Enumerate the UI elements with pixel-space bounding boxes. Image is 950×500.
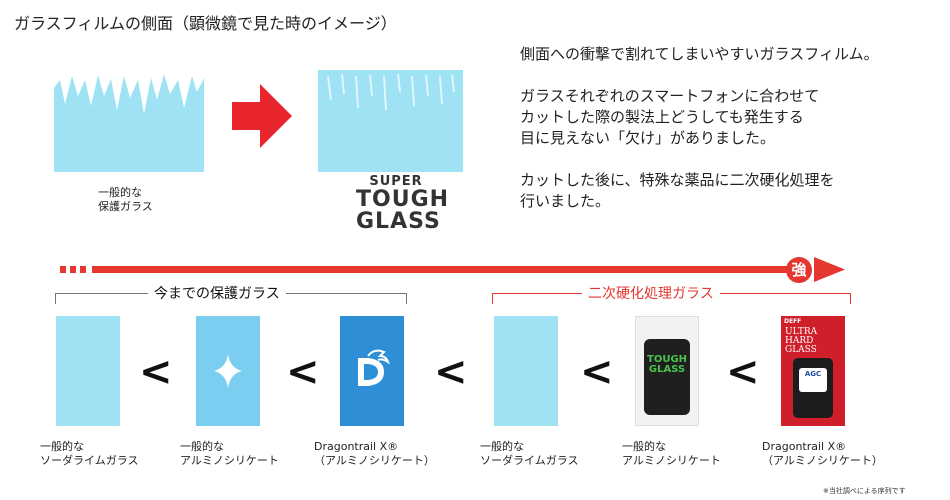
caption-line: （アルミノシリケート）	[762, 454, 883, 467]
caption-line: アルミノシリケート	[180, 454, 279, 467]
footnote: ※当社調べによる序列です	[823, 487, 906, 495]
less-than-symbol: <	[726, 349, 760, 395]
logo-line: ULTRA	[785, 327, 818, 337]
logo-line: TOUGH	[356, 187, 450, 212]
hardened-label: 二次硬化処理ガラス	[582, 283, 720, 303]
product-caption: 一般的な ソーダライムガラス	[40, 440, 139, 468]
description-line: ガラスそれぞれのスマートフォンに合わせて	[520, 87, 820, 105]
treated-glass-illustration	[318, 70, 463, 172]
caption-line: ソーダライムガラス	[480, 454, 579, 467]
description-line: 目に見えない「欠け」がありました。	[520, 129, 776, 147]
product-dragontrail-glass	[340, 316, 404, 426]
caption-line: 一般的な	[180, 440, 224, 453]
logo-line: GLASS	[648, 364, 686, 375]
caption-line: （アルミノシリケート）	[314, 454, 435, 467]
less-than-symbol: <	[286, 349, 320, 395]
normal-glass-illustration	[54, 70, 204, 172]
caption-line: 一般的な	[98, 186, 142, 199]
sparkle-icon	[214, 354, 242, 388]
tough-glass-package-logo: TOUGH GLASS	[647, 355, 687, 375]
ultra-hard-glass-logo: ULTRA HARD GLASS	[785, 328, 817, 355]
less-than-symbol: <	[434, 349, 468, 395]
description-line: カットした後に、特殊な薬品に二次硬化処理を	[520, 171, 835, 189]
product-caption: 一般的な ソーダライムガラス	[480, 440, 579, 468]
less-than-symbol: <	[580, 349, 614, 395]
strong-badge: 強	[786, 257, 812, 283]
less-than-symbol: <	[139, 349, 173, 395]
product-caption: 一般的な アルミノシリケート	[180, 440, 279, 468]
caption-line: 一般的な	[40, 440, 84, 453]
caption-line: ソーダライムガラス	[40, 454, 139, 467]
product-tough-glass-package: TOUGH GLASS	[635, 316, 699, 426]
product-soda-lime-glass	[56, 316, 120, 426]
caption-line: アルミノシリケート	[622, 454, 721, 467]
normal-glass-caption: 一般的な 保護ガラス	[98, 186, 153, 214]
product-soda-lime-hardened	[494, 316, 558, 426]
description-paragraph: カットした後に、特殊な薬品に二次硬化処理を 行いました。	[520, 170, 940, 212]
phone-shape: TOUGH GLASS	[644, 339, 690, 415]
caption-line: 一般的な	[480, 440, 524, 453]
strength-scale-arrow	[60, 257, 845, 282]
logo-line: GLASS	[356, 209, 441, 234]
agc-badge: AGC	[799, 368, 827, 392]
logo-line: TOUGH	[647, 354, 688, 365]
caption-line: Dragontrail X®	[314, 440, 399, 453]
conventional-label: 今までの保護ガラス	[148, 283, 286, 303]
product-ultra-hard-glass-package: DEFF ULTRA HARD GLASS AGC	[781, 316, 845, 426]
logo-line: HARD	[785, 336, 814, 346]
logo-line: GLASS	[785, 345, 817, 355]
brand-label: DEFF	[784, 318, 802, 325]
description-line: カットした際の製法上どうしても発生する	[520, 108, 804, 126]
caption-line: 一般的な	[622, 440, 666, 453]
page-title: ガラスフィルムの側面（顕微鏡で見た時のイメージ）	[14, 14, 397, 33]
caption-line: 保護ガラス	[98, 200, 153, 213]
product-caption: 一般的な アルミノシリケート	[622, 440, 721, 468]
super-tough-glass-logo: SUPER TOUGH GLASS	[356, 174, 450, 234]
logo-line: SUPER	[369, 174, 423, 189]
product-caption: Dragontrail X® （アルミノシリケート）	[314, 440, 435, 468]
phone-shape: AGC	[793, 358, 833, 418]
product-caption: Dragontrail X® （アルミノシリケート）	[762, 440, 883, 468]
description-line: 側面への衝撃で割れてしまいやすいガラスフィルム。	[520, 45, 879, 63]
description-paragraph: ガラスそれぞれのスマートフォンに合わせて カットした際の製法上どうしても発生する…	[520, 86, 940, 149]
description-line: 行いました。	[520, 192, 611, 210]
description: 側面への衝撃で割れてしまいやすいガラスフィルム。 ガラスそれぞれのスマートフォン…	[520, 44, 940, 212]
product-aluminosilicate-glass	[196, 316, 260, 426]
caption-line: Dragontrail X®	[762, 440, 847, 453]
dragon-icon	[358, 349, 390, 386]
red-arrow-icon	[232, 84, 292, 148]
